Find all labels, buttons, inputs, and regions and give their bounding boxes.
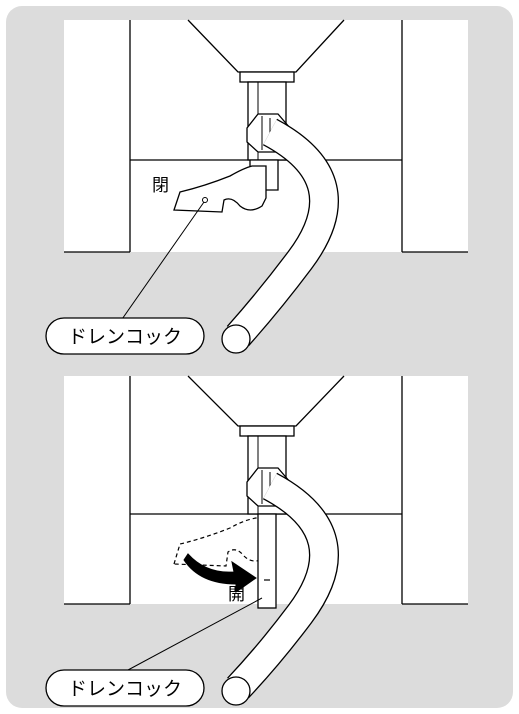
figure-closed: 閉 ドレンコック: [45, 19, 468, 355]
hose-end: [221, 324, 251, 354]
valve-open-label: 開: [228, 585, 245, 605]
drain-cock-handle-open: [257, 513, 277, 609]
callout-label: ドレンコック: [68, 678, 182, 700]
drain-hose-inner: [228, 473, 338, 698]
rotation-arrow-icon: [183, 553, 257, 593]
hose-end: [221, 676, 251, 706]
callout-label: ドレンコック: [68, 326, 182, 348]
outlet-fitting: [239, 71, 295, 83]
handle-pivot: [202, 197, 208, 203]
drain-hose-inner: [227, 119, 338, 346]
callout-leader: [119, 201, 205, 323]
callout-bubble: [45, 317, 205, 355]
outlet-fitting: [239, 425, 295, 437]
callout-bubble: [45, 669, 205, 707]
cabinet-frame: [64, 20, 468, 253]
valve-closed-label: 閉: [152, 176, 169, 196]
callout-leader: [127, 597, 263, 671]
figure-open: 開 ドレンコック: [45, 375, 468, 707]
drain-cock-handle-closed: [173, 165, 267, 213]
